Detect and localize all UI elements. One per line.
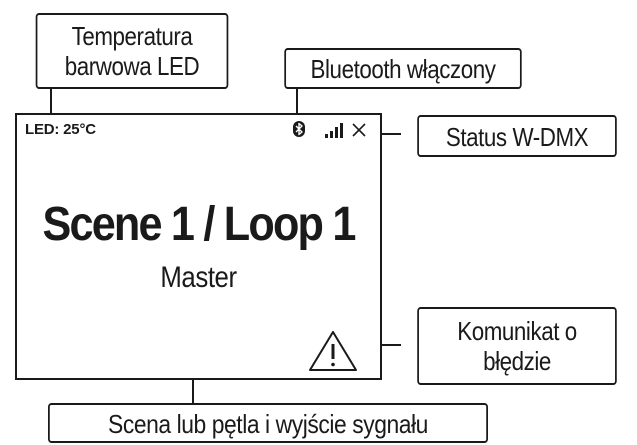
- warning-triangle-icon: [307, 329, 359, 378]
- output-label: Master: [160, 261, 237, 294]
- callout-led-temperature-line1: Temperatura: [71, 21, 193, 51]
- close-icon: [351, 122, 367, 143]
- callout-led-temperature-line2: barwowa LED: [64, 51, 200, 81]
- callout-error-message-line1: Komunikat o: [457, 316, 577, 346]
- callout-bluetooth: Bluetooth włączony: [284, 48, 522, 89]
- scene-loop-title: Scene 1 / Loop 1: [42, 198, 356, 251]
- callout-scene-loop-output: Scena lub pętla i wyjście sygnału: [48, 403, 488, 443]
- led-temperature-readout: LED: 25°C: [25, 121, 96, 138]
- bluetooth-icon: [292, 120, 306, 143]
- device-screen: LED: 25°C Scene 1 / Loop 1 Master: [15, 113, 382, 380]
- callout-wdmx-status-text: Status W-DMX: [445, 122, 589, 152]
- callout-error-message-line2: błędzie: [483, 346, 551, 376]
- callout-error-message: Komunikat o błędzie: [417, 307, 617, 385]
- callout-wdmx-status: Status W-DMX: [417, 115, 617, 157]
- signal-bars-icon: [324, 121, 348, 144]
- callout-bluetooth-text: Bluetooth włączony: [310, 54, 496, 84]
- callout-led-temperature: Temperatura barwowa LED: [35, 13, 229, 89]
- callout-scene-loop-output-text: Scena lub pętla i wyjście sygnału: [108, 409, 428, 439]
